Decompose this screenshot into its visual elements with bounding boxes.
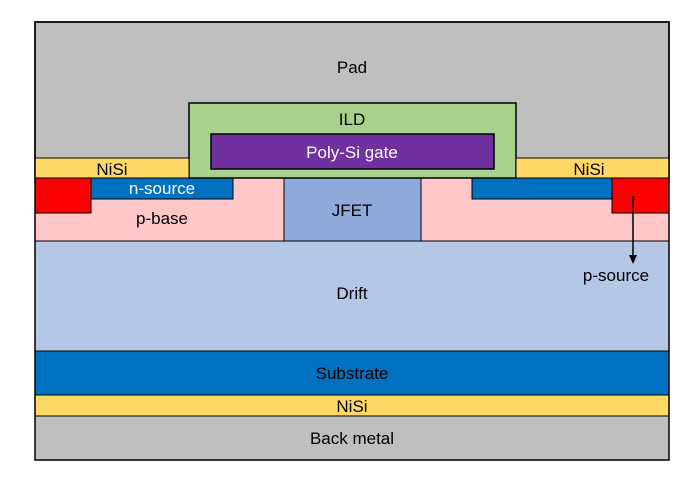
outer-frame — [34, 21, 670, 461]
substrate-region — [34, 350, 670, 396]
nisi-bottom-label: NiSi — [336, 397, 367, 416]
p-plus-right — [611, 177, 670, 214]
pad-label: Pad — [337, 58, 367, 77]
nisi-left-label: NiSi — [96, 160, 127, 179]
n-source-label: n-source — [129, 179, 195, 198]
drift-label: Drift — [336, 284, 367, 303]
nisi-right-label: NiSi — [573, 160, 604, 179]
jfet-region — [283, 177, 422, 242]
jfet-label: JFET — [332, 201, 373, 220]
p-plus-left — [34, 177, 92, 214]
substrate-label: Substrate — [316, 364, 389, 383]
n-source-right — [471, 177, 613, 200]
back-metal-label: Back metal — [310, 429, 394, 448]
poly-si-gate — [210, 133, 495, 170]
p-source-label: p-source — [583, 266, 649, 285]
p-base-label: p-base — [136, 209, 188, 228]
ild-label: ILD — [339, 110, 365, 129]
p-source-arrowhead — [629, 255, 637, 264]
gate-label: Poly-Si gate — [306, 143, 398, 162]
